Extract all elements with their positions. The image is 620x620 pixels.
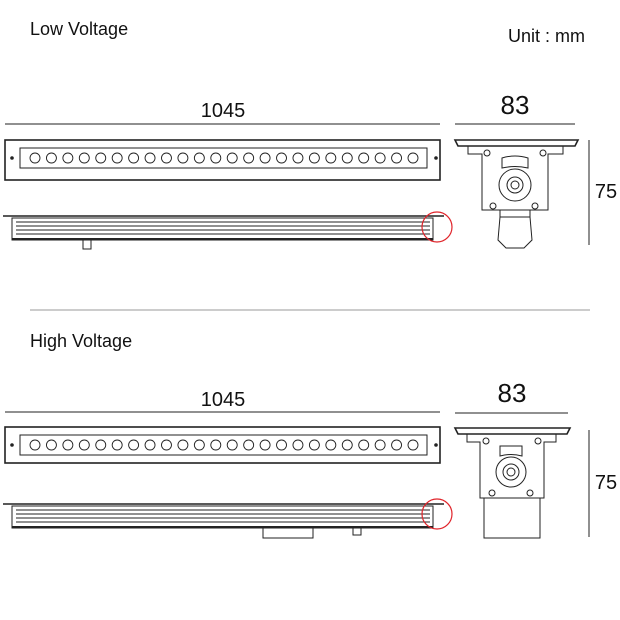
section-title: Low Voltage — [30, 19, 128, 39]
led — [391, 439, 403, 451]
low-voltage-section: Low Voltage 1045 83 — [3, 19, 617, 250]
led — [226, 439, 238, 451]
led — [358, 152, 370, 164]
led — [259, 439, 271, 451]
width-dimension: 83 — [498, 378, 527, 408]
end-view — [453, 139, 580, 249]
led — [193, 439, 205, 451]
led — [45, 439, 57, 451]
driver-box — [262, 527, 314, 539]
led — [325, 152, 337, 164]
led — [177, 152, 189, 164]
height-dimension: 75 — [595, 181, 617, 203]
cable-gland — [82, 239, 92, 250]
led — [243, 439, 255, 451]
led — [111, 152, 123, 164]
led — [226, 152, 238, 164]
height-dimension: 75 — [595, 472, 617, 494]
led — [374, 439, 386, 451]
led — [144, 152, 156, 164]
led — [111, 439, 123, 451]
led — [276, 439, 287, 451]
led — [177, 439, 189, 451]
unit-label: Unit : mm — [508, 26, 585, 46]
led — [341, 439, 353, 451]
high-voltage-section: High Voltage 1045 83 — [3, 331, 617, 539]
led — [276, 152, 287, 164]
led — [62, 152, 74, 164]
cable-gland — [352, 527, 362, 536]
led — [144, 439, 156, 451]
top-view — [4, 139, 441, 181]
led — [95, 439, 107, 451]
led — [243, 152, 255, 164]
led — [391, 152, 403, 164]
led — [374, 152, 386, 164]
led — [161, 152, 172, 164]
width-dimension: 83 — [501, 90, 530, 120]
led — [161, 439, 172, 451]
led — [45, 152, 57, 164]
led — [407, 152, 419, 164]
led — [308, 439, 320, 451]
led — [128, 152, 140, 164]
detail-highlight-circle — [421, 211, 453, 243]
section-title: High Voltage — [30, 331, 132, 351]
end-view — [453, 427, 572, 539]
led — [210, 439, 222, 451]
led — [325, 439, 337, 451]
side-view — [3, 498, 453, 539]
length-dimension: 1045 — [201, 389, 246, 411]
led — [292, 152, 304, 164]
led — [292, 439, 304, 451]
led — [128, 439, 140, 451]
led — [29, 152, 41, 164]
led — [29, 439, 41, 451]
side-view — [3, 211, 453, 250]
led — [341, 152, 353, 164]
led — [78, 439, 90, 451]
led — [95, 152, 107, 164]
led — [62, 439, 74, 451]
led — [210, 152, 222, 164]
led — [193, 152, 205, 164]
led — [358, 439, 370, 451]
led — [259, 152, 271, 164]
top-view — [4, 426, 441, 464]
led — [407, 439, 419, 451]
length-dimension: 1045 — [201, 100, 246, 122]
detail-highlight-circle — [421, 498, 453, 530]
led — [308, 152, 320, 164]
led — [78, 152, 90, 164]
